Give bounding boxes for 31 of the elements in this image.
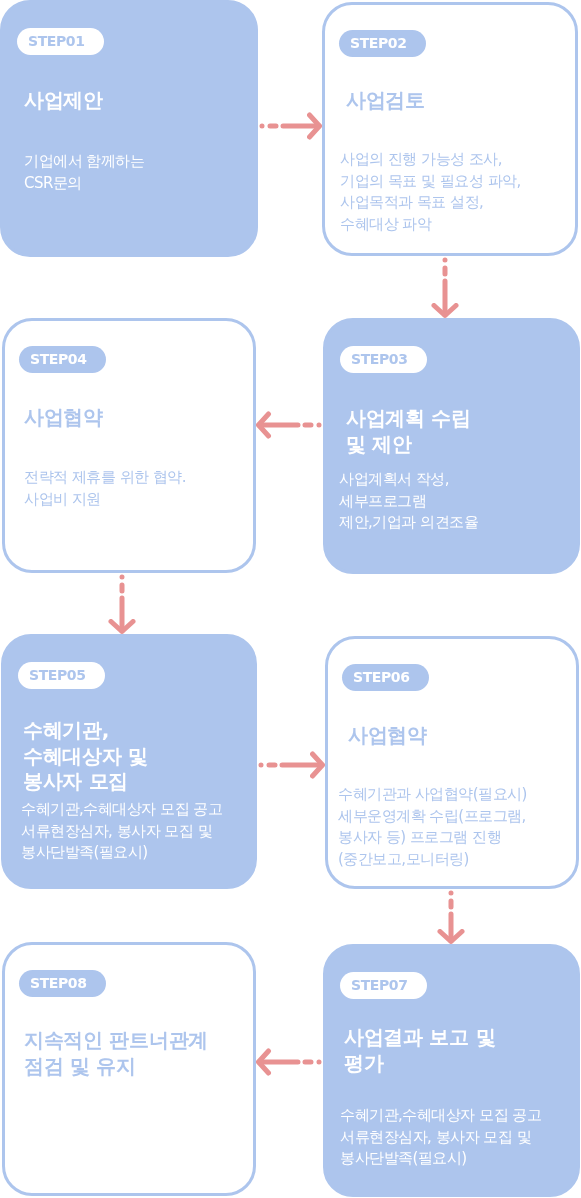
step-description: 전략적 제휴를 위한 협약. 사업비 지원 (24, 467, 187, 510)
step-description: 수혜기관과 사업협약(필요시) 세부운영계확 수립(프로그램, 봉사자 등) 프로그램 진행 (중간보고,모니터링) (338, 784, 527, 870)
step-card (323, 944, 580, 1197)
step-card (323, 318, 580, 574)
step-card (1, 634, 257, 889)
step-description: 사업계획서 작성, 세부프로그램 제안,기업과 의견조율 (339, 469, 479, 533)
step-title: 사업검토 (346, 88, 425, 114)
step-title: 사업결과 보고 및 평가 (344, 1025, 496, 1076)
step-badge: STEP06 (342, 664, 429, 691)
step-title: 사업제안 (24, 88, 103, 114)
step-title: 지속적인 판트너관계 점검 및 유지 (24, 1028, 208, 1079)
step-title: 사업협약 (24, 405, 103, 431)
step-badge: STEP04 (19, 346, 106, 373)
step-title: 사업협약 (348, 723, 427, 749)
step-badge: STEP07 (340, 972, 427, 999)
step-card (2, 318, 256, 573)
step-card (2, 942, 256, 1196)
step-badge: STEP05 (18, 662, 105, 689)
step-description: 사업의 진행 가능성 조사, 기업의 목표 및 필요성 파악, 사업목적과 목표 설정, 수혜대상 파악 (340, 149, 521, 235)
step-description: 수혜기관,수혜대상자 모집 공고 서류현장심자, 봉사자 모집 및 봉사단발족(필요시) (21, 799, 223, 863)
step-badge: STEP02 (339, 30, 426, 57)
step-title: 수혜기관, 수혜대상자 및 봉사자 모집 (23, 718, 148, 795)
step-description: 기업에서 함께하는 CSR문의 (24, 151, 145, 194)
step-badge: STEP08 (19, 970, 106, 997)
step-card (325, 636, 579, 889)
step-badge: STEP01 (17, 28, 104, 55)
step-title: 사업계획 수립 및 제안 (346, 406, 471, 457)
step-badge: STEP03 (340, 346, 427, 373)
step-card (0, 0, 258, 257)
step-description: 수혜기관,수혜대상자 모집 공고 서류현장심자, 봉사자 모집 및 봉사단발족(필요시) (340, 1105, 542, 1169)
step-card (322, 2, 578, 256)
